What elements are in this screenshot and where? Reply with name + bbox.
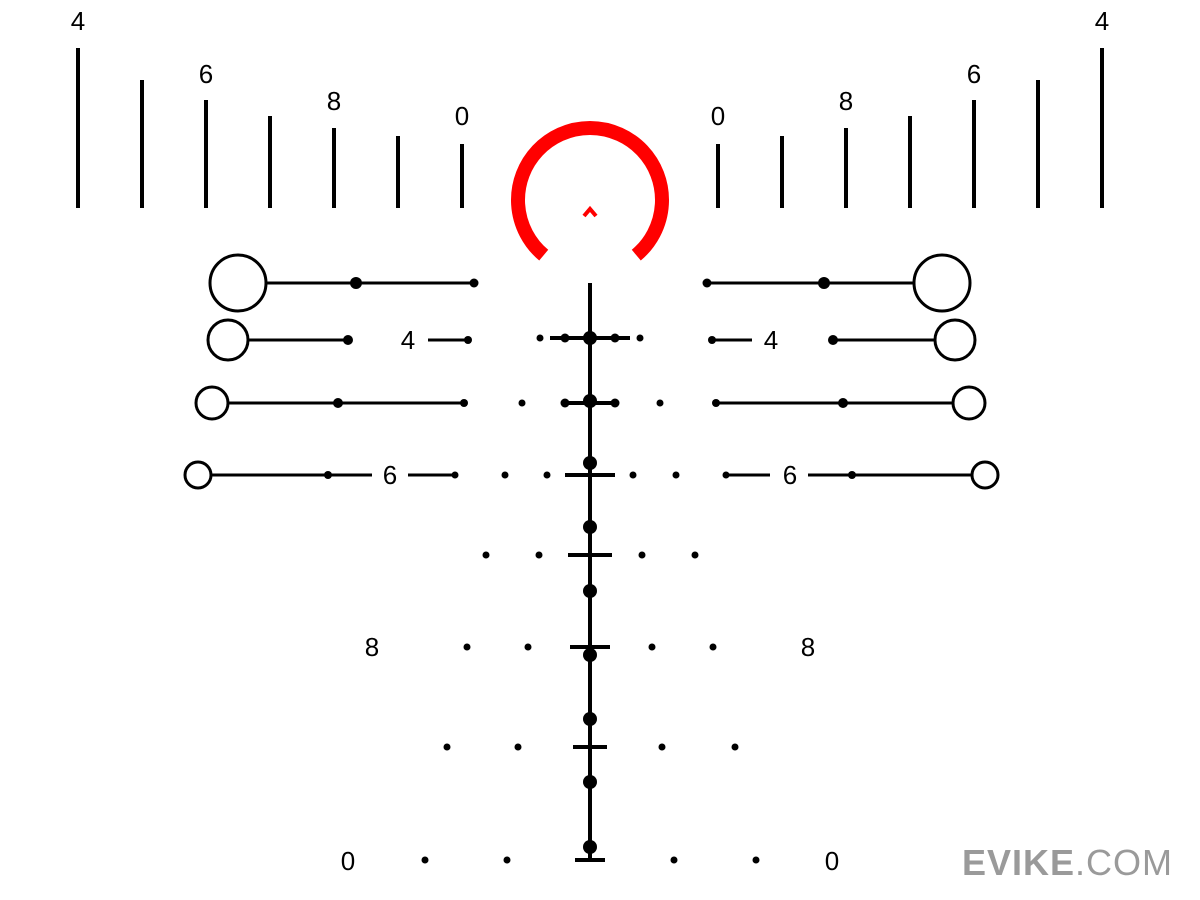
- holdover-dot: [708, 336, 716, 344]
- holdover-dot: [658, 743, 666, 751]
- range-circle: [194, 385, 230, 421]
- holdover-dot: [752, 856, 760, 864]
- holdover-dot: [350, 277, 362, 289]
- holdover-dot: [629, 471, 637, 479]
- holdover-dot: [610, 333, 620, 343]
- range-circle: [208, 253, 268, 313]
- holdover-dot: [421, 856, 429, 864]
- top-label: 4: [71, 6, 85, 36]
- holdover-dot: [610, 398, 620, 408]
- holdover-dot: [560, 333, 570, 343]
- range-circle: [183, 460, 213, 490]
- top-label: 6: [967, 59, 981, 89]
- holdover-dot: [524, 643, 532, 651]
- holdover-dot: [636, 334, 644, 342]
- holdover-dot: [482, 551, 490, 559]
- holdover-dot: [712, 399, 720, 407]
- stadia-dot: [583, 840, 597, 854]
- holdover-dot: [324, 471, 332, 479]
- holdover-label: 6: [783, 460, 797, 490]
- range-circle: [912, 253, 972, 313]
- stadia-dot: [583, 520, 597, 534]
- watermark-suffix: .COM: [1075, 842, 1174, 883]
- top-label: 0: [711, 101, 725, 131]
- holdover-label: 0: [341, 846, 355, 876]
- red-horseshoe: [511, 121, 669, 261]
- stadia-dot: [583, 775, 597, 789]
- holdover-dot: [443, 743, 451, 751]
- top-label: 6: [199, 59, 213, 89]
- holdover-dot: [560, 398, 570, 408]
- holdover-label: 8: [365, 632, 379, 662]
- holdover-dot: [828, 335, 838, 345]
- holdover-dot: [536, 334, 544, 342]
- holdover-dot: [535, 551, 543, 559]
- holdover-label: 6: [383, 460, 397, 490]
- range-circle: [951, 385, 987, 421]
- holdover-dot: [333, 398, 343, 408]
- range-circle: [206, 318, 250, 362]
- range-circle: [933, 318, 977, 362]
- red-chevron-aimpoint: [582, 205, 598, 218]
- holdover-dot: [702, 278, 712, 288]
- stadia-dot: [583, 648, 597, 662]
- stadia-dot: [583, 712, 597, 726]
- holdover-dot: [672, 471, 680, 479]
- holdover-dot: [691, 551, 699, 559]
- holdover-dot: [670, 856, 678, 864]
- holdover-label: 4: [764, 325, 778, 355]
- holdover-label: 0: [825, 846, 839, 876]
- holdover-label: 8: [801, 632, 815, 662]
- holdover-dot: [514, 743, 522, 751]
- stadia-dot: [583, 394, 597, 408]
- holdover-dot: [638, 551, 646, 559]
- holdover-dot: [518, 399, 526, 407]
- top-label: 8: [327, 86, 341, 116]
- stadia-dot: [583, 456, 597, 470]
- top-label: 0: [455, 101, 469, 131]
- top-label: 4: [1095, 6, 1109, 36]
- holdover-dot: [460, 399, 468, 407]
- holdover-dot: [722, 471, 730, 479]
- holdover-dot: [838, 398, 848, 408]
- holdover-dot: [451, 471, 459, 479]
- holdover-dot: [818, 277, 830, 289]
- holdover-label: 4: [401, 325, 415, 355]
- holdover-dot: [501, 471, 509, 479]
- watermark-brand: EVIKE: [962, 842, 1076, 883]
- holdover-dot: [656, 399, 664, 407]
- range-circle: [970, 460, 1000, 490]
- top-label: 8: [839, 86, 853, 116]
- holdover-dot: [648, 643, 656, 651]
- holdover-dot: [503, 856, 511, 864]
- holdover-dot: [709, 643, 717, 651]
- holdover-dot: [543, 471, 551, 479]
- holdover-dot: [343, 335, 353, 345]
- holdover-dot: [848, 471, 856, 479]
- holdover-dot: [464, 336, 472, 344]
- holdover-dot: [463, 643, 471, 651]
- holdover-dot: [731, 743, 739, 751]
- stadia-dot: [583, 584, 597, 598]
- watermark-logo: EVIKE.COM: [962, 842, 1173, 884]
- holdover-dot: [469, 278, 479, 288]
- stadia-dot: [583, 331, 597, 345]
